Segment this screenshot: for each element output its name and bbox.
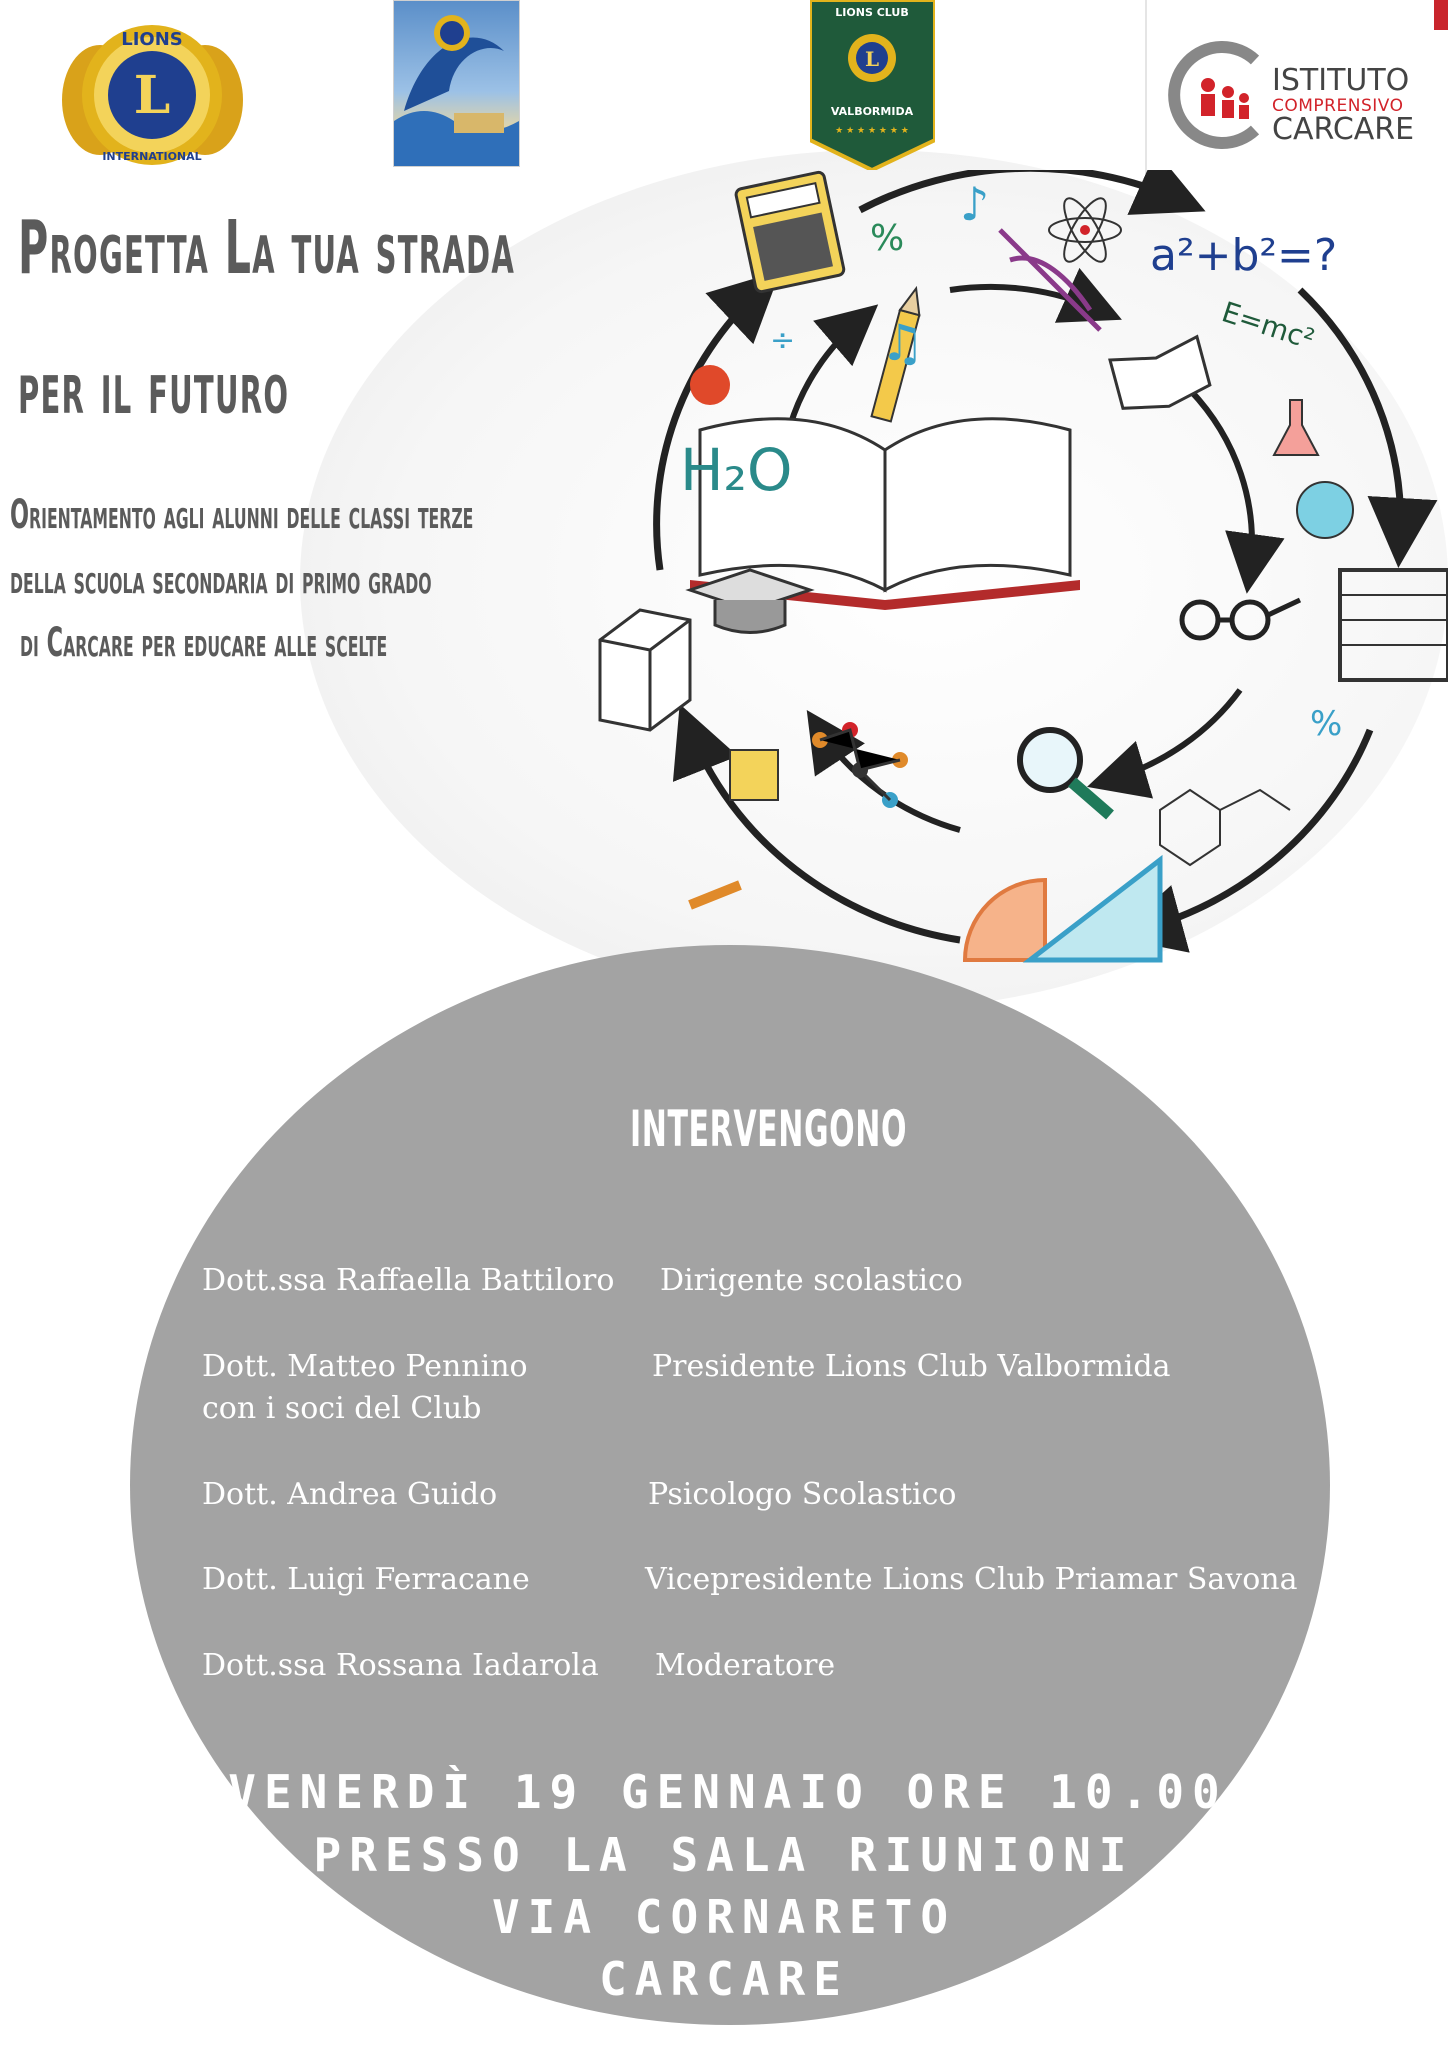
subtitle-line-2: della scuola secondaria di primo grado (10, 557, 432, 603)
dna-icon (998, 228, 1102, 332)
education-cycle-illustration: a²+b²=? E=mc² H₂O ♫ ♪ (540, 150, 1448, 1000)
title-line-2: per il futuro (18, 345, 290, 431)
svg-text:L: L (865, 47, 879, 71)
lions-club-priamar-savona-logo (393, 0, 520, 167)
speaker-5-role: Moderatore (655, 1648, 836, 1683)
speaker-4-role: Vicepresidente Lions Club Priamar Savona (645, 1562, 1298, 1597)
event-street: VIA CORNARETO (491, 1890, 957, 1944)
svg-text:★ ★ ★ ★ ★ ★ ★: ★ ★ ★ ★ ★ ★ ★ (835, 126, 909, 136)
chemical-structure-icon (1159, 788, 1291, 867)
title-line-1: Progetta La tua strada (18, 205, 516, 291)
svg-text:LIONS: LIONS (121, 29, 183, 50)
speakers-heading: INTERVENGONO (630, 1100, 908, 1158)
speaker-1-name: Dott.ssa Raffaella Battiloro (202, 1263, 615, 1298)
event-venue: PRESSO LA SALA RIUNIONI (313, 1828, 1135, 1882)
molecule-icon (812, 722, 908, 808)
svg-text:INTERNATIONAL: INTERNATIONAL (102, 150, 201, 163)
red-corner-mark (1434, 0, 1448, 30)
apple-icon (690, 365, 730, 405)
outer-arrow-3 (1297, 287, 1438, 568)
lions-club-valbormida-logo: LIONS CLUB L VALBORMIDA ★ ★ ★ ★ ★ ★ ★ (808, 0, 937, 173)
speaker-5-name: Dott.ssa Rossana Iadarola (202, 1648, 599, 1683)
event-date-time: VENERDÌ 19 GENNAIO ORE 10.00 (228, 1765, 1228, 1819)
percent-icon-2: % (1310, 704, 1342, 744)
istituto-line3: CARCARE (1272, 112, 1415, 147)
speaker-3-name: Dott. Andrea Guido (202, 1477, 498, 1512)
valbormida-bottom-text: VALBORMIDA (831, 105, 914, 118)
istituto-comprensivo-carcare-logo: ISTITUTO COMPRENSIVO CARCARE (1160, 40, 1430, 150)
inner-arrow-4 (1087, 688, 1243, 799)
speaker-4-name: Dott. Luigi Ferracane (202, 1562, 530, 1597)
svg-text:L: L (134, 65, 171, 126)
flask-icon (1272, 399, 1354, 539)
subtitle-line-1: Orientamento agli alunni delle classi te… (10, 492, 474, 538)
open-book-icon (690, 417, 1080, 610)
speaker-2-name-extra: con i soci del Club (202, 1391, 482, 1426)
valbormida-top-text: LIONS CLUB (835, 6, 908, 19)
istituto-line1: ISTITUTO (1272, 63, 1410, 98)
small-calculator-icon (729, 749, 779, 801)
abacus-icon (1338, 568, 1448, 682)
outer-arrow-1 (653, 270, 781, 571)
grey-info-circle (130, 945, 1330, 2025)
graduation-cap-icon (685, 568, 815, 634)
event-town: CARCARE (599, 1952, 849, 2006)
outer-arrow-5 (672, 703, 961, 944)
formula-energy: E=mc² (1218, 295, 1319, 356)
glasses-icon (1179, 597, 1302, 641)
subtitle-line-3: di Carcare per educare alle scelte (20, 620, 388, 666)
protractor-icon (962, 877, 1047, 962)
calculator-icon (734, 170, 846, 294)
cube-icon (598, 608, 692, 732)
outer-arrow-2 (858, 150, 1206, 215)
small-pencil-icon (688, 880, 742, 910)
header-divider (1145, 0, 1147, 190)
formula-pythagoras: a²+b²=? (1150, 230, 1337, 281)
istituto-line2: COMPRENSIVO (1272, 96, 1404, 116)
speaker-2-name: Dott. Matteo Pennino (202, 1349, 528, 1384)
music-note-icon-2: ♪ (960, 177, 989, 231)
lions-international-logo: L LIONS INTERNATIONAL (60, 10, 245, 180)
music-note-icon: ♫ (880, 314, 925, 372)
speaker-1-role: Dirigente scolastico (660, 1263, 963, 1298)
speaker-2-role: Presidente Lions Club Valbormida (652, 1349, 1171, 1384)
speaker-3-role: Psicologo Scolastico (648, 1477, 957, 1512)
magnifier-icon (1017, 727, 1114, 820)
inner-arrow-3 (1187, 387, 1285, 594)
atom-icon (1048, 197, 1122, 263)
set-square-icon (1022, 854, 1163, 963)
percent-icon: % (870, 218, 904, 259)
small-book-icon (1108, 334, 1212, 410)
divide-icon: ÷ (770, 323, 795, 358)
formula-water: H₂O (680, 436, 793, 504)
pencil-icon (870, 285, 921, 423)
outer-arrow-4 (1112, 728, 1374, 953)
